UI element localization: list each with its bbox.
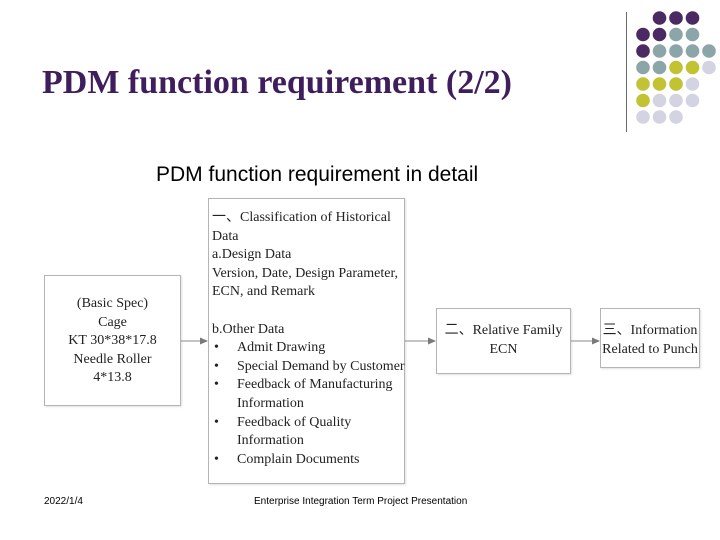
list-item-text: Information: [237, 395, 304, 411]
decorative-dot: [669, 110, 683, 124]
decorative-dot: [702, 60, 716, 75]
decorative-dot: [702, 44, 716, 58]
decorative-dot: [636, 60, 650, 75]
slide-title: PDM function requirement (2/2): [42, 64, 512, 101]
decorative-dot: [652, 44, 667, 58]
bullet-icon: •: [214, 377, 219, 393]
decorative-dot: [669, 93, 683, 108]
decorative-dot: [669, 11, 683, 25]
list-item: • Complain Documents: [212, 451, 404, 470]
decorative-dot: [652, 110, 667, 124]
historical-line: Version, Date, Design Parameter,: [212, 265, 399, 281]
decorative-dot-grid: [636, 11, 716, 124]
information-punch-line: Related to Punch: [602, 341, 698, 357]
decorative-dot: [669, 60, 683, 75]
decorative-dot: [652, 60, 667, 75]
basic-spec-line: (Basic Spec): [76, 296, 149, 311]
information-punch-box: 三、Information Related to Punch: [600, 308, 700, 368]
diagram-subtitle: PDM function requirement in detail: [156, 163, 479, 186]
decorative-dot: [652, 11, 667, 25]
decorative-dot: [652, 93, 667, 108]
basic-spec-line: 4*13.8: [93, 370, 132, 386]
historical-line: a.Design Data: [212, 247, 292, 263]
bullet-icon: •: [214, 358, 219, 374]
bullet-icon: •: [214, 340, 219, 356]
decorative-dot: [669, 44, 683, 58]
list-item-text: Feedback of Quality: [237, 414, 352, 430]
basic-spec-line: Cage: [98, 314, 127, 330]
arrowhead-icon: [592, 337, 600, 345]
historical-line: 一、Classification of Historical: [212, 210, 391, 225]
list-item-text: Admit Drawing: [237, 340, 326, 356]
decorative-dot: [685, 93, 700, 108]
decorative-dot: [669, 77, 683, 91]
list-item: • Admit Drawing: [212, 339, 404, 358]
information-punch-line: 三、Information: [602, 323, 698, 338]
list-item: • Special Demand by Customer: [212, 358, 405, 377]
decorative-dot: [669, 27, 683, 42]
decorative-dot: [636, 27, 650, 42]
relative-family-box: 二、Relative Family ECN: [436, 308, 571, 374]
decorative-dot: [685, 11, 700, 25]
decorative-dot: [636, 93, 650, 108]
decorative-dot: [652, 27, 667, 42]
arrowhead-icon: [200, 337, 208, 345]
relative-family-line: ECN: [489, 341, 518, 357]
decorative-dot: [652, 77, 667, 91]
historical-line: ECN, and Remark: [212, 284, 316, 300]
basic-spec-box: (Basic Spec) Cage KT 30*38*17.8 Needle R…: [44, 275, 181, 406]
other-data-heading: b.Other Data: [212, 321, 285, 337]
footer-presentation-title: Enterprise Integration Term Project Pres…: [254, 496, 468, 507]
decorative-dot: [636, 44, 650, 58]
arrowhead-icon: [428, 337, 436, 345]
footer-date: 2022/1/4: [44, 496, 83, 507]
decorative-dot: [636, 77, 650, 91]
title-divider-line: [626, 12, 627, 132]
basic-spec-line: Needle Roller: [73, 351, 152, 367]
decorative-dot: [685, 27, 700, 42]
relative-family-line: 二、Relative Family: [444, 323, 563, 338]
decorative-dot: [685, 77, 700, 91]
decorative-dot: [636, 110, 650, 124]
bullet-icon: •: [214, 451, 219, 467]
decorative-dot: [685, 44, 700, 58]
basic-spec-line: KT 30*38*17.8: [68, 333, 157, 349]
list-item-text: Feedback of Manufacturing: [237, 377, 393, 393]
historical-line: Data: [212, 228, 239, 244]
bullet-icon: •: [214, 414, 219, 430]
decorative-dot: [685, 60, 700, 75]
list-item-text: Complain Documents: [237, 451, 360, 467]
list-item-text: Special Demand by Customer: [237, 358, 405, 374]
list-item-text: Information: [237, 433, 304, 449]
other-data-list: • Admit Drawing • Special Demand by Custom…: [212, 339, 405, 470]
historical-data-box: 一、Classification of Historical Data a.De…: [208, 198, 405, 484]
